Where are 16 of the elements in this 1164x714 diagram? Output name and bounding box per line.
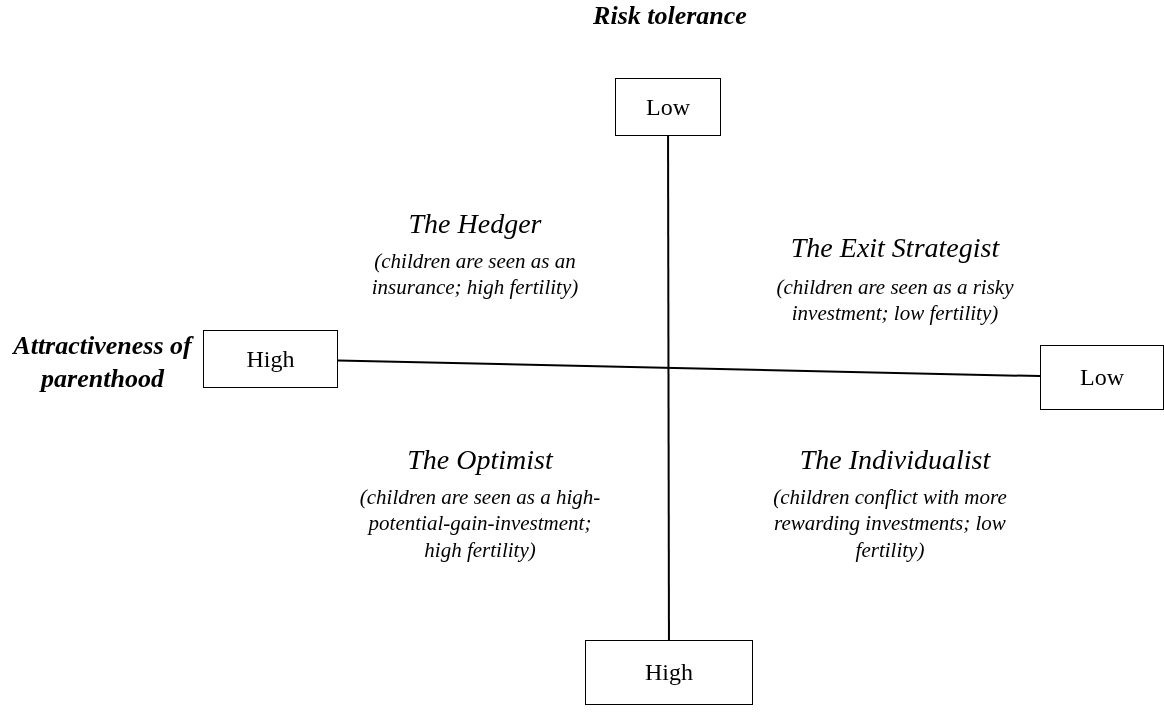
quadrant-description: (children are seen as a risky investment; low fertility) [775, 274, 1015, 327]
axis-end-box: Low [1040, 345, 1164, 410]
axis-title: Attractiveness of parenthood [11, 330, 195, 395]
connector-line [337, 359, 1041, 378]
quadrant-description: (children are seen as a high-potential-gain-investment; high fertility) [358, 484, 602, 563]
quadrant-title: The Individualist [798, 444, 992, 476]
quadrant-title: The Exit Strategist [789, 232, 1001, 264]
quadrant-description: (children are seen as an insurance; high fertility) [370, 248, 580, 301]
connector-line [667, 135, 670, 641]
quadrant-description: (children conflict with more rewarding investments; low fertility) [772, 484, 1008, 563]
axis-end-box: High [203, 330, 338, 388]
quadrant-title: The Hedger [407, 208, 543, 240]
axis-end-box: High [585, 640, 753, 705]
axis-title: Risk tolerance [592, 0, 748, 32]
quadrant-title: The Optimist [406, 444, 555, 476]
axis-end-box: Low [615, 78, 721, 136]
